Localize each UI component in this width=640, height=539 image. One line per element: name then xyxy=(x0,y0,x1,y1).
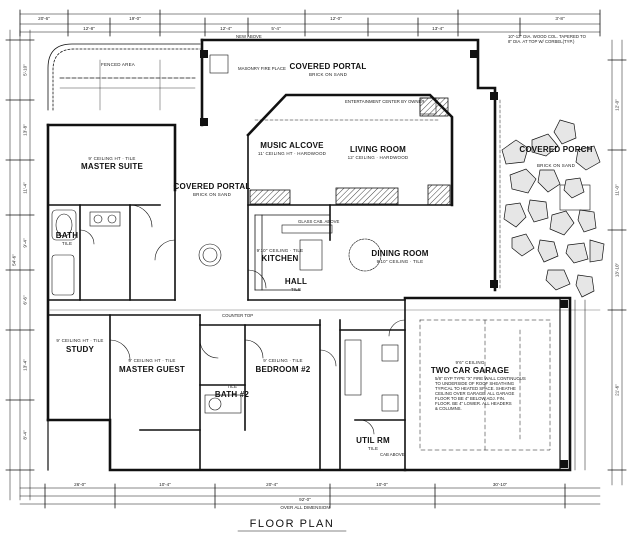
garage-fire-wall-note: 5/8" GYP TYPE "X" FIRE WALL CONTINUOUS T… xyxy=(435,376,526,411)
dim-top-7: 13'-4" xyxy=(432,26,444,31)
dim-top-5: 5'-4" xyxy=(271,26,281,31)
room-label-living-room: LIVING ROOM xyxy=(350,145,406,154)
dim-right-2: 11'-0" xyxy=(614,184,620,196)
room-label-util-rm: UTIL RM xyxy=(356,436,390,445)
interior-walls xyxy=(47,134,453,471)
room-label-bedroom-2: BEDROOM #2 xyxy=(255,365,311,374)
room-sub-covered-portal-mid: BRICK ON SAND xyxy=(192,192,232,197)
porch-flagstones xyxy=(501,119,605,298)
fenced-area-outline xyxy=(47,43,201,111)
door-swings xyxy=(79,204,406,435)
dim-right-1: 12'-0" xyxy=(614,99,620,111)
room-label-covered-porch: COVERED PORCH xyxy=(519,145,593,154)
room-label-two-car-garage: TWO CAR GARAGE xyxy=(430,366,510,375)
room-label-bath: BATH xyxy=(55,231,79,240)
dim-left-7: 8'-4" xyxy=(22,430,28,440)
dim-bottom-5: 30'-10" xyxy=(492,482,508,487)
room-sub-util-rm: TILE xyxy=(367,446,379,451)
room-label-bath-2: BATH #2 xyxy=(214,390,250,399)
room-sub-study: 9' CEILING HT · TILE xyxy=(56,338,104,343)
room-label-study: STUDY xyxy=(65,345,95,354)
dim-overall-left: 54'-6" xyxy=(11,254,17,266)
dim-right-4: 21'-6" xyxy=(614,384,620,396)
cabinet-above-note: CAB ABOVE xyxy=(380,452,405,457)
dim-bottom-1: 26'-0" xyxy=(74,482,86,487)
room-label-master-suite: MASTER SUITE xyxy=(81,162,143,171)
dim-left-1: 5'-10" xyxy=(22,64,28,76)
dim-left-5: 6'-6" xyxy=(22,295,28,305)
room-label-kitchen: KITCHEN xyxy=(261,254,299,263)
counter-top-note: COUNTER TOP xyxy=(222,313,254,318)
dim-top-4: 12'-4" xyxy=(220,26,232,31)
room-sub-two-car-garage: 9'6" CEILING xyxy=(455,360,485,365)
room-sub-bath-2: TILE xyxy=(226,384,238,389)
dim-bottom-4: 10'-0" xyxy=(376,482,388,487)
dim-top-3: 19'-0" xyxy=(129,16,141,21)
new-above-note: NEW ABOVE xyxy=(236,34,262,39)
room-sub-music-alcove: 11' CEILING HT · HARDWOOD xyxy=(257,151,327,156)
entertainment-center-note: ENTERTAINMENT CENTER BY OWNER xyxy=(345,99,425,104)
dim-overall-label: OVER ALL DIMENSION xyxy=(280,505,330,510)
room-sub-master-suite: 9' CEILING HT · TILE xyxy=(88,156,136,161)
kitchen-counters xyxy=(254,214,331,291)
room-sub-bath: TILE xyxy=(61,241,73,246)
hatched-walls xyxy=(249,97,451,206)
room-sub-covered-portal-top: BRICK ON SAND xyxy=(308,72,348,77)
dim-right-3: 13'-10" xyxy=(614,262,620,278)
room-sub-dining-room: 9'10" CEILING · TILE xyxy=(376,259,424,264)
column-note: 10"-12" DIA. WOOD COL. TAPERED TO 8" DIA… xyxy=(508,34,586,44)
dim-overall-bottom: 92'-0" xyxy=(299,497,311,502)
room-label-hall: HALL xyxy=(284,277,308,286)
dim-top-8: 3'-8" xyxy=(555,16,565,21)
room-label-music-alcove: MUSIC ALCOVE xyxy=(260,141,324,150)
exterior-walls xyxy=(46,38,572,472)
dim-left-6: 13'-4" xyxy=(22,359,28,371)
dim-bottom-2: 10'-4" xyxy=(159,482,171,487)
room-sub-kitchen: 9'10" CEILING · TILE xyxy=(256,248,304,253)
glass-cabinet-note: GLASS CAB. ABOVE xyxy=(298,219,340,224)
room-sub-master-guest: 9' CEILING HT · TILE xyxy=(128,358,176,363)
dim-top-6: 12'-0" xyxy=(330,16,342,21)
fixtures xyxy=(51,54,591,414)
room-label-covered-portal-mid: COVERED PORTAL xyxy=(173,182,251,191)
room-label-fenced-area: FENCED AREA xyxy=(101,62,135,67)
dim-top-1: 20'-6" xyxy=(38,16,50,21)
drawing-title: FLOOR PLAN xyxy=(249,518,335,530)
room-sub-hall: TILE xyxy=(290,287,302,292)
room-label-master-guest: MASTER GUEST xyxy=(119,365,185,374)
room-sub-living-room: 12' CEILING · HARDWOOD xyxy=(347,155,409,160)
dim-bottom-3: 20'-4" xyxy=(266,482,278,487)
room-sub-bedroom-2: 9' CEILING · TILE xyxy=(263,358,303,363)
room-label-dining-room: DINING ROOM xyxy=(371,249,429,258)
dim-top-2: 12'-8" xyxy=(83,26,95,31)
garage-dashes xyxy=(419,319,551,451)
dim-left-3: 11'-4" xyxy=(22,182,28,194)
plan-misc-lines xyxy=(49,99,601,471)
dim-left-2: 13'-8" xyxy=(22,124,28,136)
dim-left-4: 9'-4" xyxy=(22,238,28,248)
dimension-lines xyxy=(5,9,627,509)
fireplace-note: MASONRY FIRE PLACE xyxy=(238,66,286,71)
columns xyxy=(200,50,568,468)
room-label-covered-portal-top: COVERED PORTAL xyxy=(289,62,367,71)
room-sub-covered-porch: BRICK ON SAND xyxy=(536,163,576,168)
